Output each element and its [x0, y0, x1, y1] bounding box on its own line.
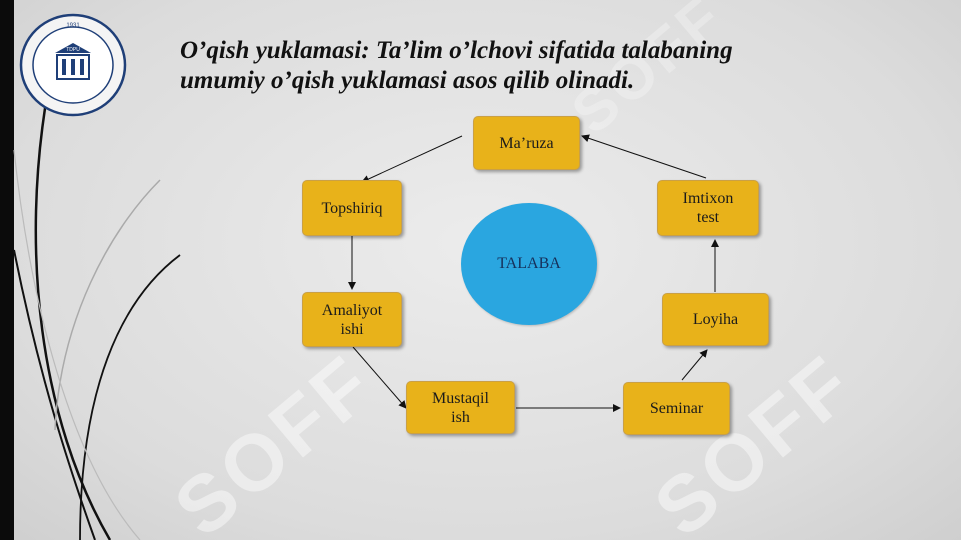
title-line-2: umumiy o’qish yuklamasi asos qilib olina…: [180, 67, 635, 94]
node-mustaqil-label-1: Mustaqil: [432, 389, 489, 407]
arrow-seminar-to-loyiha: [681, 349, 708, 381]
node-seminar-label: Seminar: [649, 400, 704, 417]
node-imtixon-label-2: test: [696, 209, 720, 226]
node-amaliyot-label-1: Amaliyot: [321, 301, 383, 319]
node-topshiriq: Topshiriq: [302, 180, 402, 236]
logo-abbr: TDPU: [66, 47, 80, 53]
arrow-imtixon-to-maruza: [581, 134, 707, 179]
node-seminar: Seminar: [623, 382, 730, 435]
arrow-amaliyot-to-mustaqil: [352, 346, 407, 409]
university-logo: 1931 TDPU: [19, 13, 127, 117]
node-amaliyot-ishi: Amaliyot ishi: [302, 292, 402, 347]
node-maruza: Ma’ruza: [473, 116, 580, 170]
node-maruza-label: Ma’ruza: [499, 134, 554, 152]
node-loyiha-label: Loyiha: [692, 311, 739, 328]
slide-title: O’qish yuklamasi: Ta’lim o’lchovi sifati…: [180, 36, 860, 96]
title-line-1: O’qish yuklamasi: Ta’lim o’lchovi sifati…: [180, 37, 733, 64]
node-topshiriq-label: Topshiriq: [321, 199, 383, 217]
node-imtixon-test: Imtixon test: [657, 180, 759, 236]
node-amaliyot-label-2: ishi: [340, 320, 364, 338]
node-loyiha: Loyiha: [662, 293, 769, 346]
logo-year: 1931: [66, 23, 80, 29]
node-mustaqil-label-2: ish: [451, 408, 470, 426]
center-node-label: TALABA: [497, 255, 561, 272]
left-accent-bar: [0, 0, 14, 540]
arrow-maruza-to-topshiriq: [361, 135, 463, 183]
center-node-talaba: TALABA: [461, 203, 597, 325]
node-imtixon-label-1: Imtixon: [682, 190, 734, 207]
node-mustaqil-ish: Mustaqil ish: [406, 381, 515, 434]
